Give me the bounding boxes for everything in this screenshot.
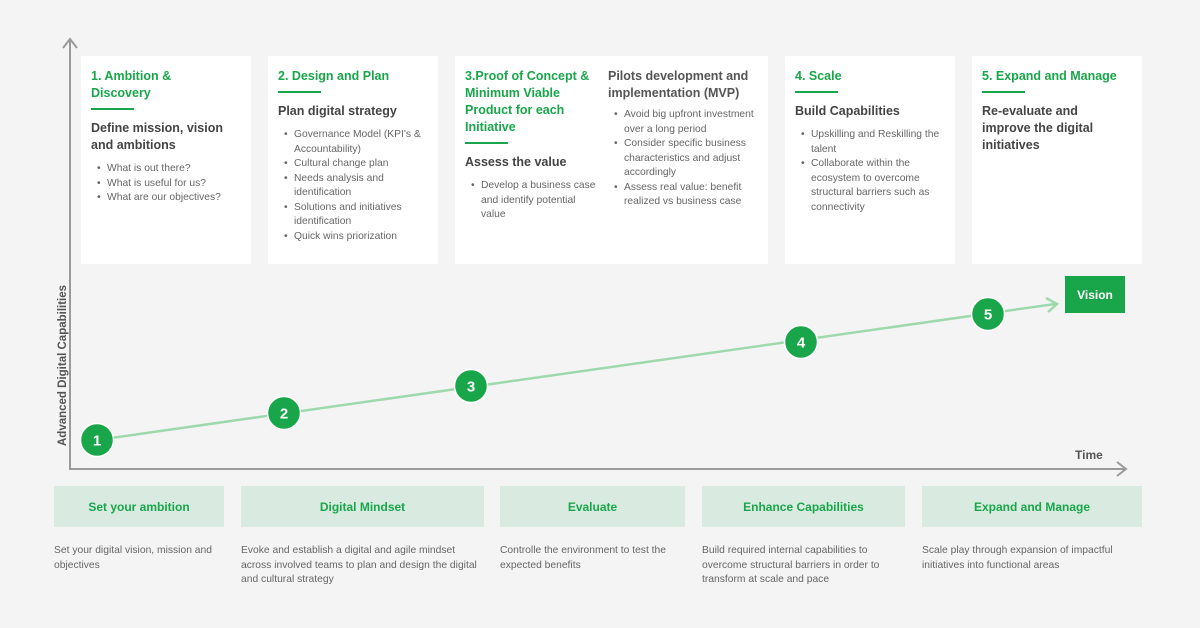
card-bullet: What is useful for us? [97,177,241,192]
milestone-number: 1 [93,433,101,450]
card-title-underline [465,142,508,144]
x-axis-arrowhead [1116,461,1128,477]
card-bullet: Cultural change plan [284,157,428,172]
card-bullet: Upskilling and Reskilling the talent [801,128,945,157]
card-heading: Define mission, vision and ambitions [91,121,223,152]
card-title-underline [982,91,1025,93]
milestone-number: 5 [984,307,992,324]
trend-arrowhead [1045,296,1060,313]
phase-description: Set your digital vision, mission and obj… [54,545,212,571]
milestone-number: 4 [797,335,806,352]
card-bullet: Consider specific business characteristi… [614,137,760,181]
card-heading: Build Capabilities [795,104,900,118]
card-title-underline [91,108,134,110]
card-column-left: 3.Proof of Concept & Minimum Viable Prod… [465,68,600,223]
card-title: 3.Proof of Concept & Minimum Viable Prod… [465,69,590,134]
card-title: 4. Scale [795,69,842,83]
milestone-number: 3 [467,379,475,396]
card-bullet-list: Governance Model (KPI's & Accountability… [278,128,428,244]
milestone-2: 2 [266,395,302,431]
progress-trend-line [96,302,1056,442]
y-axis-arrowhead [62,37,78,49]
phase-description: Scale play through expansion of impactfu… [922,545,1113,571]
card-title: 2. Design and Plan [278,69,390,83]
card-title: 1. Ambition & Discovery [91,69,172,100]
card-bullet-list: Develop a business case and identify pot… [465,179,600,223]
card-bullet: What are our objectives? [97,191,241,206]
card-bullet-list: What is out there? What is useful for us… [91,162,241,206]
milestone-5: 5 [970,296,1006,332]
phase-description: Build required internal capabilities to … [702,545,880,585]
stage-card-design-plan: 2. Design and Plan Plan digital strategy… [268,56,438,264]
card-bullet: Solutions and initiatives identification [284,201,428,230]
card-bullet: Develop a business case and identify pot… [471,179,600,223]
card-bullet: Avoid big upfront investment over a long… [614,108,760,137]
phase-box-capabilities: Enhance Capabilities [702,486,905,527]
card-title-underline [278,91,321,93]
y-axis-label: Advanced Digital Capabilities [57,284,69,446]
phase-box-expand: Expand and Manage [922,486,1142,527]
phase-description: Controlle the environment to test the ex… [500,545,666,571]
vision-target: Vision [1065,276,1125,313]
x-axis-label: Time [1075,448,1103,462]
card-title: 5. Expand and Manage [982,69,1117,83]
card-column-right: Pilots development and implementation (M… [608,68,760,210]
card-subheading: Pilots development and implementation (M… [608,69,749,100]
card-heading: Re-evaluate and improve the digital init… [982,104,1094,152]
phase-box-mindset: Digital Mindset [241,486,484,527]
card-bullet: Collaborate within the ecosystem to over… [801,157,945,215]
milestone-3: 3 [453,368,489,404]
milestone-4: 4 [783,324,819,360]
card-bullet: Governance Model (KPI's & Accountability… [284,128,428,157]
stage-card-expand-manage: 5. Expand and Manage Re-evaluate and imp… [972,56,1142,264]
phase-box-ambition: Set your ambition [54,486,224,527]
card-title-underline [795,91,838,93]
phase-description: Evoke and establish a digital and agile … [241,545,477,585]
stage-card-ambition: 1. Ambition & Discovery Define mission, … [81,56,251,264]
milestone-1: 1 [79,422,115,458]
milestone-number: 2 [280,406,288,423]
phase-box-evaluate: Evaluate [500,486,685,527]
stage-card-proof-of-concept: 3.Proof of Concept & Minimum Viable Prod… [455,56,768,264]
stage-card-scale: 4. Scale Build Capabilities Upskilling a… [785,56,955,264]
card-heading: Assess the value [465,155,567,169]
card-bullet-list: Avoid big upfront investment over a long… [608,108,760,210]
card-heading: Plan digital strategy [278,104,397,118]
card-bullet: What is out there? [97,162,241,177]
card-bullet-list: Upskilling and Reskilling the talent Col… [795,128,945,215]
card-bullet: Quick wins priorization [284,230,428,245]
card-bullet: Needs analysis and identification [284,172,428,201]
card-bullet: Assess real value: benefit realized vs b… [614,181,760,210]
